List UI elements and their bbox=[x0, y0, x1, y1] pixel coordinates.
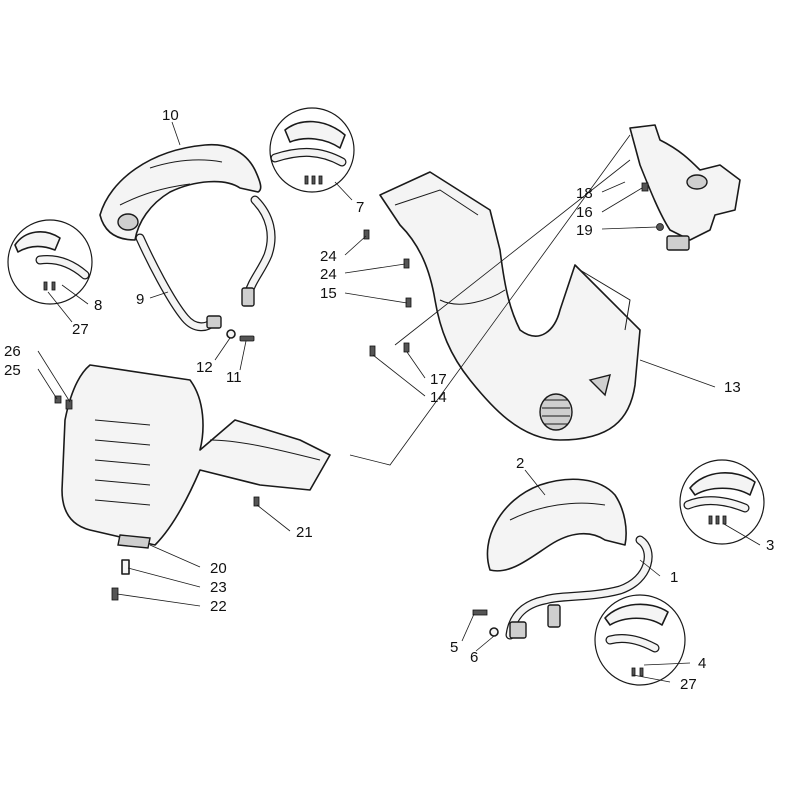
screw-part-25 bbox=[54, 395, 62, 404]
washer-part-12 bbox=[226, 329, 236, 339]
callout-8: 8 bbox=[94, 297, 102, 314]
callout-numbers: 10 7 18 16 19 24 24 15 8 27 9 12 11 26 2… bbox=[4, 107, 774, 693]
screw-part-14 bbox=[369, 345, 376, 357]
callout-20: 20 bbox=[210, 560, 227, 577]
callout-26: 26 bbox=[4, 343, 21, 360]
bracket-part-18 bbox=[629, 124, 741, 251]
screw-part-16 bbox=[641, 182, 649, 192]
callout-27a: 27 bbox=[72, 321, 89, 338]
rack-tube-part-9 bbox=[135, 195, 276, 332]
screw-part-26 bbox=[65, 399, 73, 410]
screw-part-24b bbox=[403, 258, 410, 269]
front-mudguard-part-2 bbox=[486, 478, 627, 572]
screw-part-19 bbox=[656, 223, 664, 231]
leg-shield-part-13 bbox=[379, 171, 641, 441]
detail-circle-8 bbox=[7, 219, 93, 305]
callout-21: 21 bbox=[296, 524, 313, 541]
spacer-part-23 bbox=[121, 559, 130, 575]
callout-2: 2 bbox=[516, 455, 524, 472]
callout-17: 17 bbox=[430, 371, 447, 388]
rear-mudguard-part-10 bbox=[99, 143, 262, 241]
callout-12: 12 bbox=[196, 359, 213, 376]
callout-11: 11 bbox=[226, 369, 242, 386]
tube-part-1 bbox=[505, 535, 653, 640]
screw-part-15 bbox=[405, 297, 412, 308]
screw-part-5 bbox=[472, 609, 488, 616]
callout-5: 5 bbox=[450, 639, 458, 656]
glovebox-part-20 bbox=[61, 364, 331, 549]
callout-22: 22 bbox=[210, 598, 227, 615]
screw-part-11 bbox=[239, 335, 255, 342]
callout-9: 9 bbox=[136, 291, 144, 308]
callout-15: 15 bbox=[320, 285, 337, 302]
callout-6: 6 bbox=[470, 649, 478, 666]
callout-10: 10 bbox=[162, 107, 179, 124]
callout-23: 23 bbox=[210, 579, 227, 596]
callout-3: 3 bbox=[766, 537, 774, 554]
callout-19: 19 bbox=[576, 222, 593, 239]
callout-4: 4 bbox=[698, 655, 706, 672]
callout-24b: 24 bbox=[320, 266, 337, 283]
screw-part-21 bbox=[253, 496, 260, 507]
callout-7: 7 bbox=[356, 199, 364, 216]
leader-lines bbox=[37, 121, 761, 683]
detail-circle-3 bbox=[679, 459, 765, 545]
callout-1: 1 bbox=[670, 569, 678, 586]
callout-24a: 24 bbox=[320, 248, 337, 265]
callout-27b: 27 bbox=[680, 676, 697, 693]
screw-part-17 bbox=[403, 342, 410, 353]
detail-circle-7 bbox=[269, 107, 355, 193]
callout-25: 25 bbox=[4, 362, 21, 379]
screw-part-24a bbox=[363, 229, 370, 240]
callout-14: 14 bbox=[430, 389, 447, 406]
callout-13: 13 bbox=[724, 379, 741, 396]
callout-18: 18 bbox=[576, 185, 593, 202]
washer-part-6 bbox=[489, 627, 499, 637]
callout-16: 16 bbox=[576, 204, 593, 221]
detail-circle-4 bbox=[594, 594, 686, 686]
